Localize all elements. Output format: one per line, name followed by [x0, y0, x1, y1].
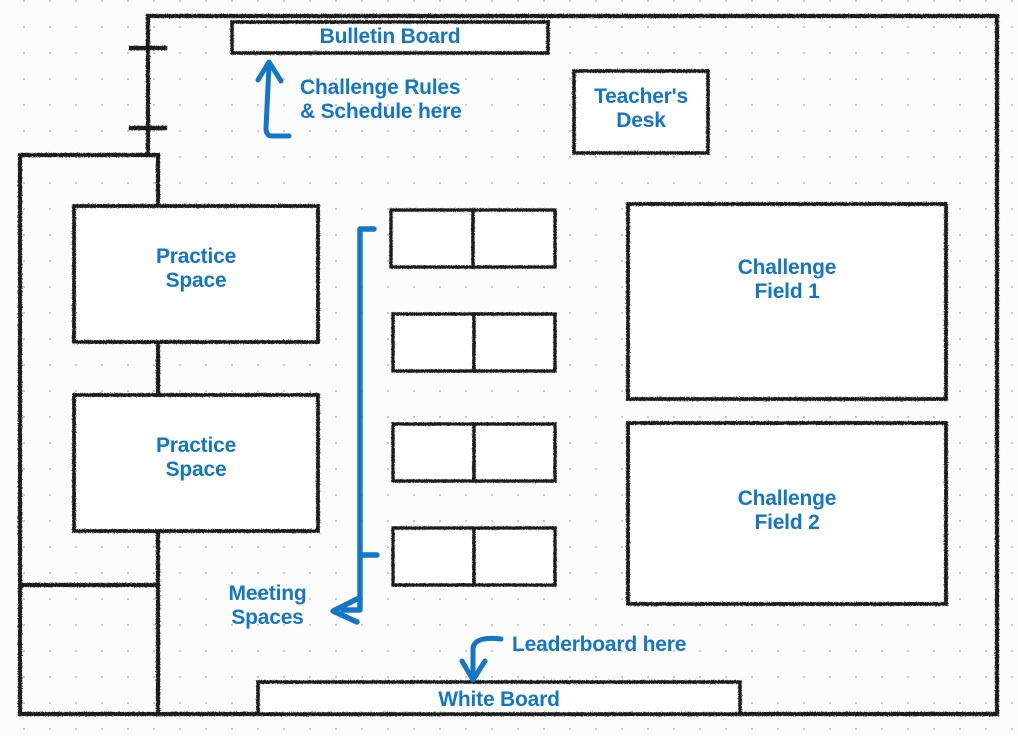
- challenge-field-2-shape: [626, 421, 948, 606]
- challenge-rules-arrow-icon: [255, 59, 292, 139]
- practice-space-1-shape: [72, 204, 320, 344]
- room-walls: [17, 13, 1000, 717]
- white-board-shape: [256, 680, 742, 716]
- challenge-field-1-shape: [626, 202, 948, 401]
- table-pair-4-shape: [391, 526, 557, 587]
- door-jamb-marks: [128, 45, 168, 131]
- table-pair-3-shape: [391, 422, 557, 483]
- teachers-desk-shape: [572, 69, 710, 155]
- leaderboard-arrow-icon: [459, 635, 504, 683]
- table-pair-2-shape: [391, 312, 557, 373]
- practice-space-2-shape: [72, 393, 320, 533]
- table-pair-1-shape: [389, 208, 557, 269]
- meeting-spaces-bracket-icon: [330, 226, 380, 625]
- bulletin-board-shape: [230, 20, 550, 55]
